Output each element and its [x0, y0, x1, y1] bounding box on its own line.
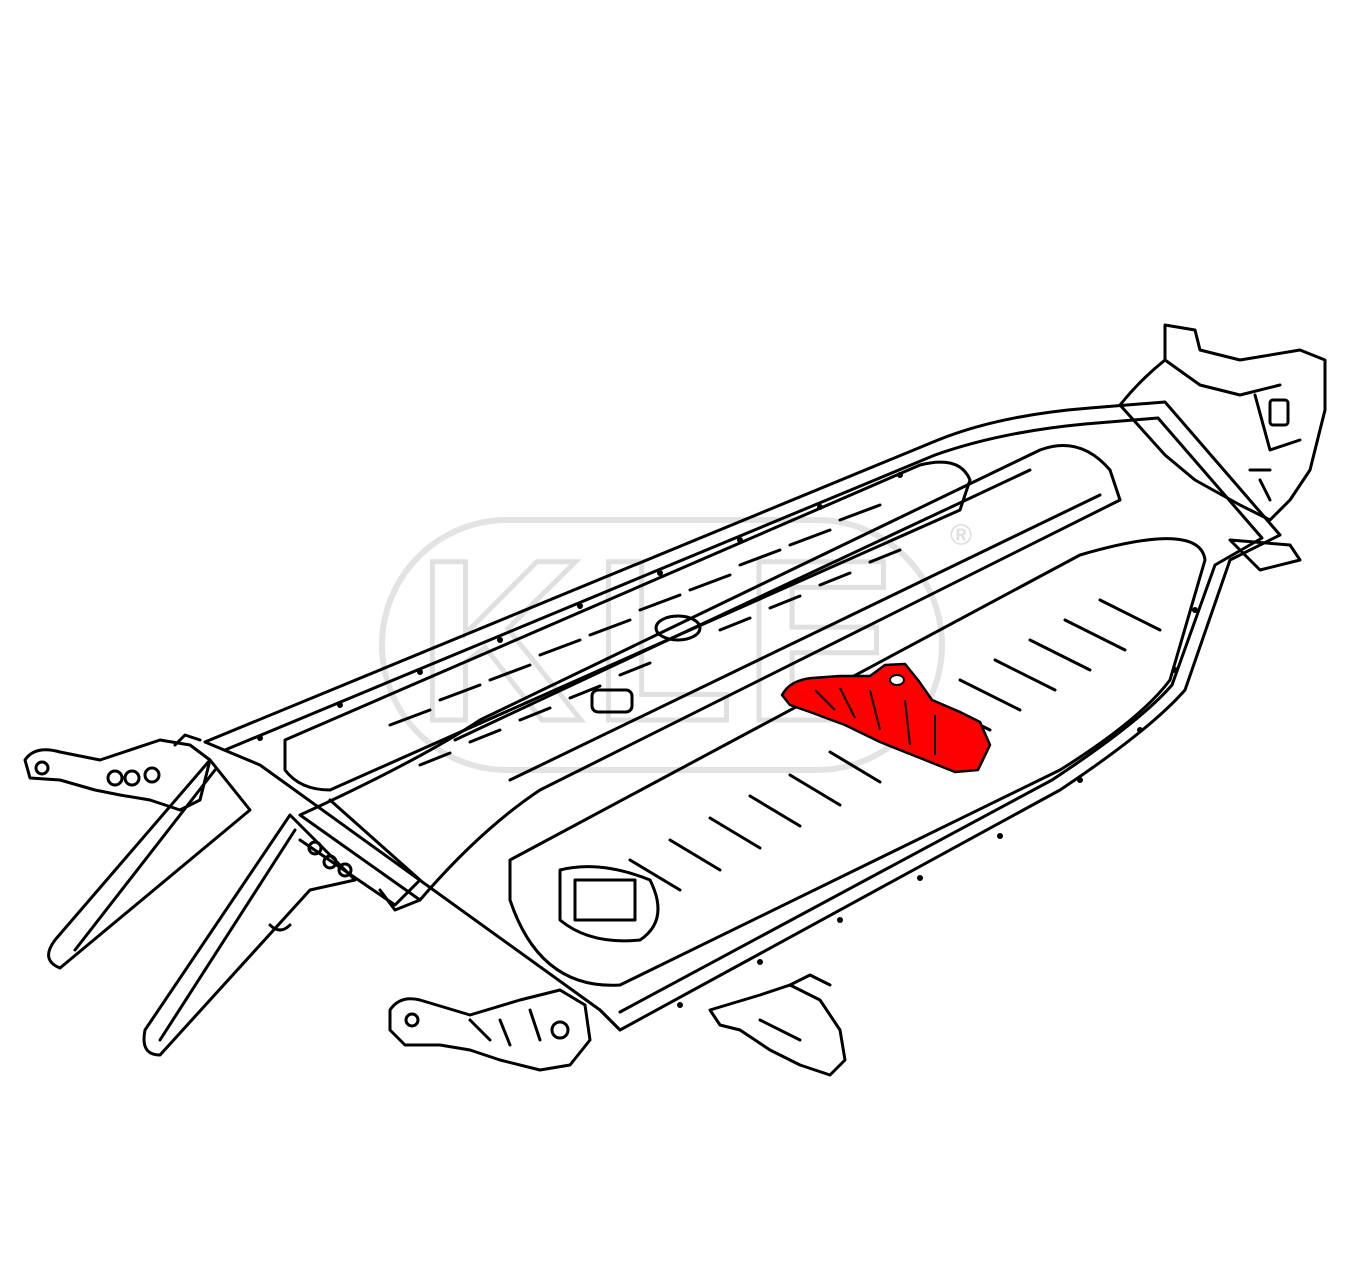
frame-rail-holes	[257, 472, 1198, 1008]
front-frame-head	[1118, 323, 1327, 572]
rear-frame-forks	[47, 758, 422, 1057]
watermark-registered-mark: ®	[950, 519, 972, 552]
front-bracket-part	[708, 973, 847, 1077]
watermark-oval	[379, 517, 945, 773]
watermark: KLE ®	[379, 510, 972, 773]
seat-mount-bracket-highlight	[780, 662, 992, 774]
floor-pan-chassis	[203, 400, 1282, 1032]
watermark-text: KLE	[417, 512, 907, 769]
left-floor-pan	[283, 460, 972, 792]
right-rear-bracket	[388, 988, 592, 1072]
left-rear-bracket	[23, 733, 212, 812]
central-tunnel	[298, 444, 1122, 912]
